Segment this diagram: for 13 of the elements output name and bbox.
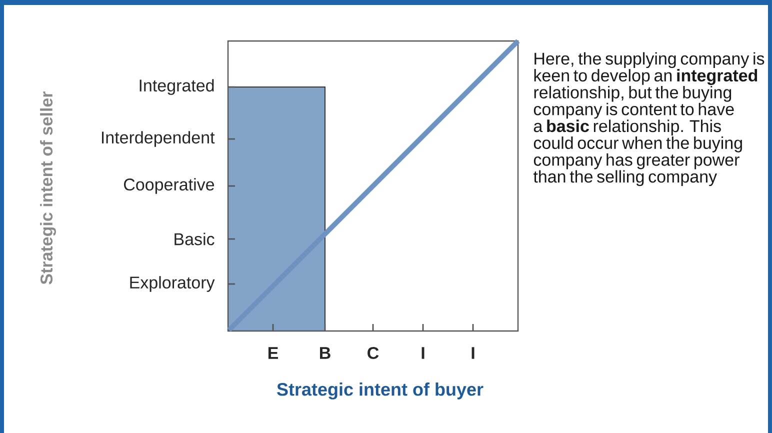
axis-label: I	[472, 347, 474, 359]
axis-label: E	[268, 347, 278, 359]
axis-label: Interdependent	[102, 131, 215, 147]
axis-label: B	[320, 347, 330, 359]
axis-label: Integrated	[140, 79, 214, 95]
axis-title: Strategic intent of buyer	[277, 382, 484, 400]
axis-title: Strategic intent of seller	[40, 91, 56, 284]
axis-label: I	[422, 347, 424, 359]
axis-label: C	[368, 346, 379, 360]
annotation-text: Here, the supplying company is keen to develop an integrated relationship, but the buying company is content to have a basic relationship. This could occur when the buying company has greater power than the selling company	[533, 52, 764, 186]
axis-label: Basic	[174, 232, 214, 246]
axis-label: Exploratory	[130, 276, 215, 292]
axis-label: Cooperative	[124, 178, 214, 194]
